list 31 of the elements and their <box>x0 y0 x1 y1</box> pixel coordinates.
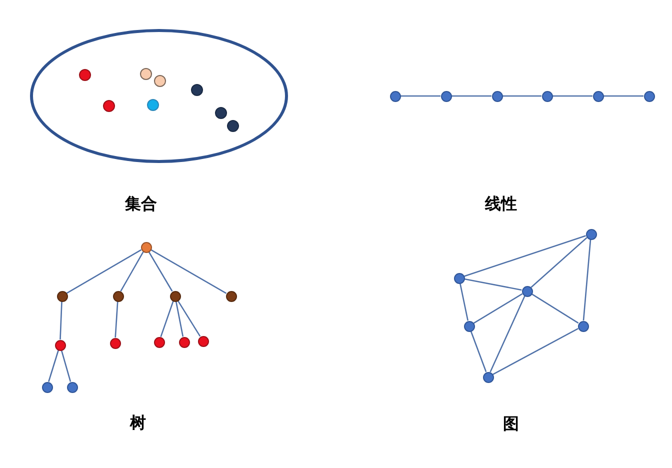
connector-line <box>464 278 522 291</box>
set-ellipse <box>30 29 288 163</box>
connector-line <box>604 95 644 97</box>
connector-line <box>473 293 523 324</box>
connector-line <box>60 301 62 340</box>
connector-line <box>490 296 526 372</box>
connector-line <box>177 300 201 337</box>
connector-line <box>531 293 579 324</box>
connector-line <box>502 95 542 97</box>
connector-line <box>114 301 118 338</box>
connector-line <box>552 95 592 97</box>
connector-line <box>175 301 184 337</box>
connector-line <box>582 239 592 321</box>
connector-line <box>66 249 142 294</box>
connector-line <box>60 350 72 382</box>
connector-line <box>150 249 227 294</box>
connector-line <box>160 300 174 338</box>
connector-line <box>470 330 487 372</box>
connector-line <box>400 95 440 97</box>
connector-line <box>492 328 578 375</box>
connector-line <box>530 237 588 288</box>
connector-line <box>148 251 173 292</box>
connector-line <box>48 350 59 382</box>
panel-caption: 树 <box>130 415 146 431</box>
panel-caption: 集合 <box>125 196 157 212</box>
panel-caption: 线性 <box>485 196 517 212</box>
connector-line <box>459 283 469 321</box>
panel-caption: 图 <box>503 416 519 432</box>
connector-line <box>120 251 144 292</box>
connector-line <box>464 235 586 277</box>
connector-line <box>452 95 492 97</box>
